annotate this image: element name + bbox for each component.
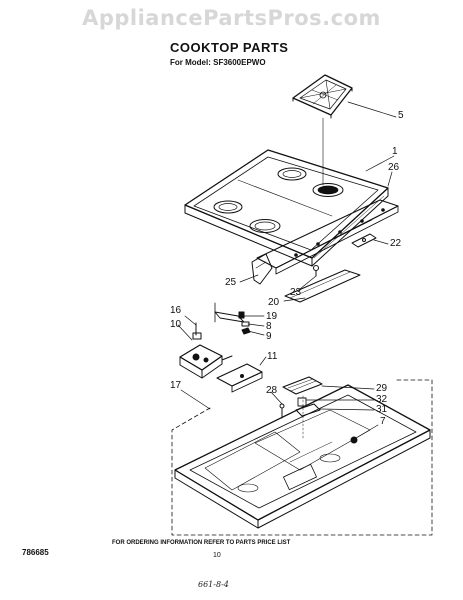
- callout-29: 29: [376, 383, 388, 394]
- callout-19: 19: [266, 311, 278, 322]
- assembly-frame: [171, 379, 433, 536]
- burner-grate: [292, 74, 353, 186]
- callout-20: 20: [268, 297, 280, 308]
- model-subtitle: For Model: SF3600EPWO: [170, 58, 266, 67]
- document-number: 786685: [22, 548, 49, 557]
- screw-7: [350, 436, 358, 444]
- callout-23: 23: [290, 287, 302, 298]
- callout-1: 1: [392, 146, 398, 157]
- callout-11: 11: [267, 351, 278, 362]
- burner-box-pan: [174, 384, 431, 529]
- callout-16: 16: [170, 305, 182, 316]
- callout-7: 7: [380, 416, 386, 427]
- page-number: 10: [213, 552, 221, 559]
- callout-28: 28: [266, 385, 278, 396]
- callout-8: 8: [266, 321, 272, 332]
- callout-10: 10: [170, 319, 182, 330]
- callout-22: 22: [390, 238, 402, 249]
- callout-32: 32: [376, 394, 388, 405]
- callout-25: 25: [225, 277, 237, 288]
- callout-26: 26: [388, 162, 400, 173]
- callout-31: 31: [376, 404, 388, 415]
- mounting-bracket: [216, 363, 263, 393]
- handwritten-note: 661-8-4: [198, 580, 229, 589]
- page-title: COOKTOP PARTS: [170, 40, 289, 55]
- terminal-block-group: [279, 376, 323, 441]
- control-panel-strip: [251, 199, 399, 285]
- lower-bracket: [284, 269, 361, 303]
- watermark: AppliancePartsPros.com: [82, 6, 381, 30]
- cooktop-main-top: [184, 149, 389, 267]
- ordering-note: FOR ORDERING INFORMATION REFER TO PARTS …: [112, 540, 291, 546]
- valve-assembly: [179, 344, 233, 379]
- screw-23: [313, 265, 319, 277]
- small-hardware: [192, 302, 251, 340]
- retainer-clip: [351, 233, 377, 248]
- callout-5: 5: [398, 110, 404, 121]
- leader-lines: [177, 101, 397, 439]
- callout-17: 17: [170, 380, 182, 391]
- callout-9: 9: [266, 331, 272, 342]
